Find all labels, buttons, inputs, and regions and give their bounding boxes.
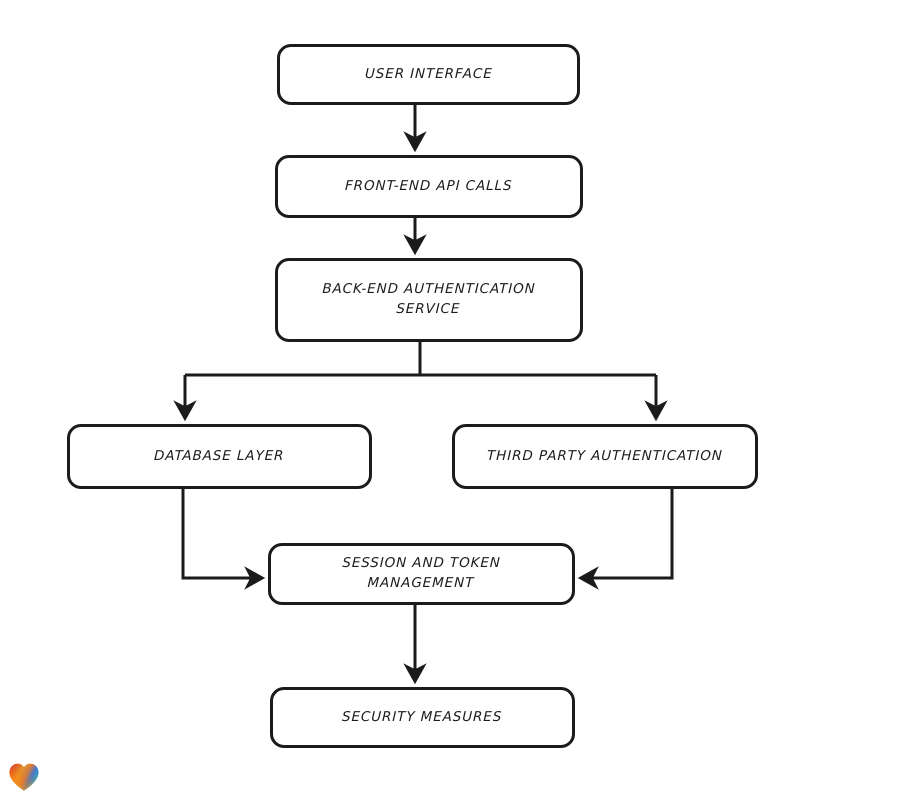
node-third-party-authentication[interactable]: Third Party Authentication [452, 424, 758, 489]
edge-third-party-to-session [577, 489, 674, 590]
node-security-measures[interactable]: Security Measures [270, 687, 575, 748]
node-frontend-api-calls-label: Front-End API Calls [345, 177, 514, 194]
node-backend-authentication-service-label: Back-End Authentication Service [322, 281, 537, 317]
node-session-and-token-management[interactable]: Session and Token Management [268, 543, 575, 605]
node-session-and-token-management-label: Session and Token Management [342, 555, 502, 591]
node-third-party-authentication-label: Third Party Authentication [486, 447, 724, 464]
edge-database-to-session [181, 489, 266, 590]
node-database-layer-label: Database Layer [154, 447, 285, 464]
node-backend-authentication-service[interactable]: Back-End Authentication Service [275, 258, 583, 342]
node-user-interface[interactable]: User Interface [277, 44, 580, 105]
edge-backend-split-trunk [185, 342, 656, 377]
heart-icon [9, 763, 39, 791]
node-user-interface-label: User Interface [364, 65, 493, 82]
node-database-layer[interactable]: Database Layer [67, 424, 372, 489]
node-frontend-api-calls[interactable]: Front-End API Calls [275, 155, 583, 218]
node-security-measures-label: Security Measures [342, 708, 503, 725]
